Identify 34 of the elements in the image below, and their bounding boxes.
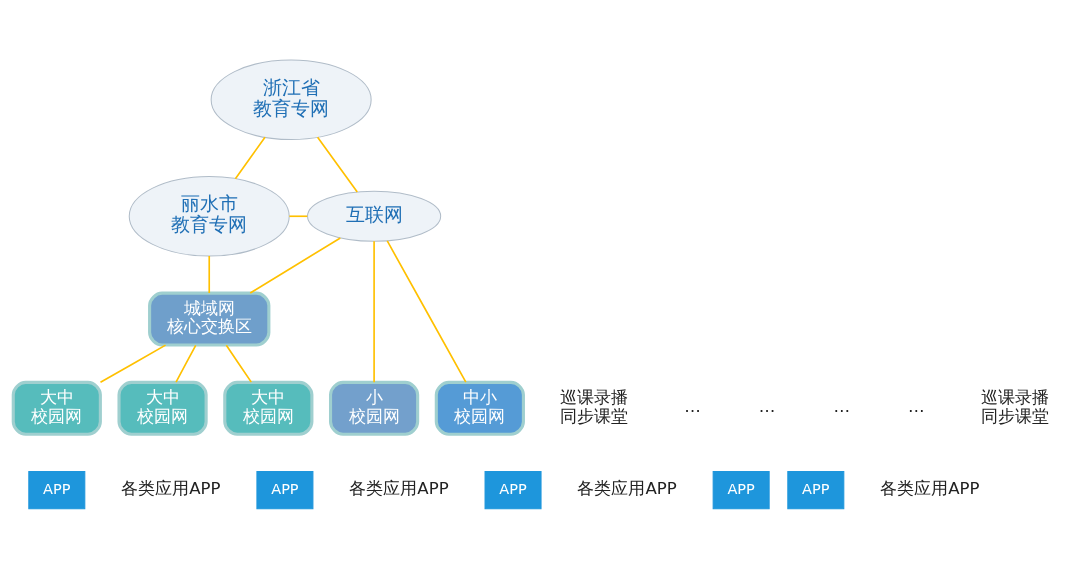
node-box: 中小校园网 — [434, 380, 525, 436]
connector — [99, 343, 167, 383]
node-ellipse: 丽水市教育专网 — [128, 175, 290, 257]
label: … — [758, 396, 776, 416]
node-ellipse: 互联网 — [307, 190, 442, 242]
node-ellipse: 浙江省教育专网 — [210, 58, 372, 140]
connector — [288, 214, 309, 217]
node-box: 小校园网 — [329, 380, 420, 436]
label: APP — [802, 480, 830, 497]
label: 巡课录播同步课堂 — [980, 387, 1049, 426]
connector — [225, 344, 253, 383]
label: 巡课录播同步课堂 — [559, 387, 628, 426]
connector — [234, 135, 266, 179]
node-box: 大中校园网 — [223, 380, 314, 436]
label: 各类应用APP — [880, 478, 980, 498]
label: APP — [43, 480, 71, 497]
label: APP — [499, 480, 527, 497]
connector — [208, 254, 211, 294]
label: APP — [727, 480, 755, 497]
label: 各类应用APP — [577, 478, 677, 498]
label: … — [833, 396, 851, 416]
node-box: 城域网核心交换区 — [148, 291, 271, 347]
label: 各类应用APP — [349, 478, 449, 498]
label: 各类应用APP — [121, 478, 221, 498]
label: … — [908, 396, 925, 416]
connector — [373, 240, 375, 383]
node-box: 大中校园网 — [11, 380, 102, 436]
connector — [386, 239, 467, 383]
connector — [175, 344, 197, 383]
label: APP — [271, 480, 299, 497]
connector — [249, 236, 342, 294]
label: … — [684, 396, 701, 416]
connector — [316, 135, 359, 193]
node-box: 大中校园网 — [117, 380, 208, 436]
